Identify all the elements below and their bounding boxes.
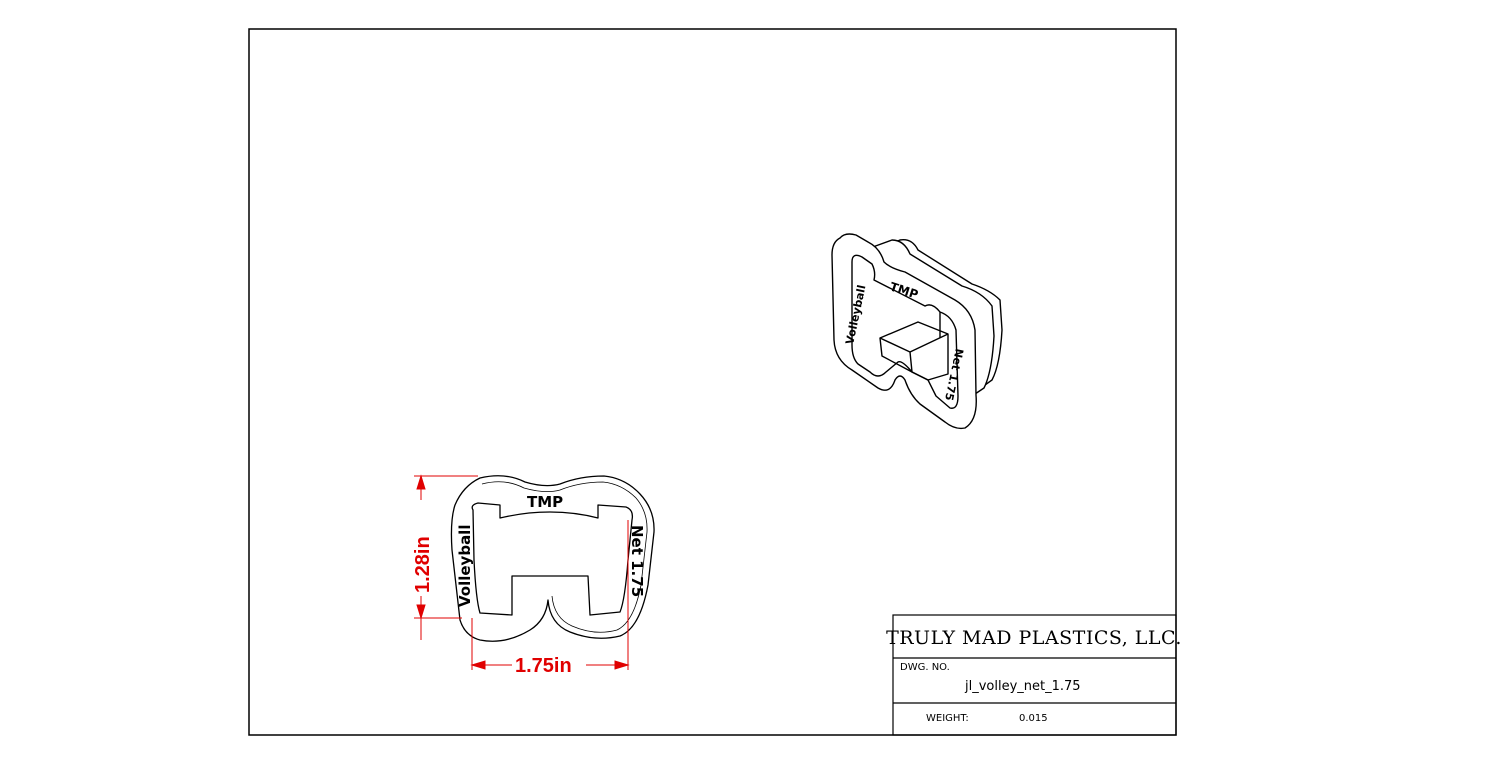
dimension-lines — [414, 474, 630, 670]
height-arrow-bottom — [416, 604, 426, 620]
width-arrow-right — [614, 660, 630, 670]
isometric-view — [831, 233, 1003, 430]
iso-interior-edge-3 — [909, 351, 913, 373]
iso-interior-edge-2 — [909, 333, 949, 353]
iso-interior-block — [879, 321, 949, 381]
front-outer-outline — [450, 475, 655, 642]
title-block — [892, 614, 1177, 736]
front-label-right: Net 1.75 — [628, 525, 646, 597]
dwg-no-label: DWG. NO. — [900, 662, 950, 673]
front-outer-offset — [481, 481, 648, 633]
front-label-top: TMP — [527, 493, 563, 511]
front-label-left: Volleyball — [456, 525, 474, 607]
weight-value: 0.015 — [1019, 713, 1048, 724]
height-dimension-label: 1.28in — [412, 536, 434, 593]
front-view — [450, 475, 655, 642]
dwg-no-value: jl_volley_net_1.75 — [964, 679, 1081, 694]
weight-label: WEIGHT: — [926, 713, 969, 724]
width-arrow-left — [470, 660, 486, 670]
sheet-border — [248, 28, 1177, 736]
title-block-frame — [892, 614, 1177, 736]
iso-interior-edge-1 — [879, 337, 911, 353]
front-inner-window — [471, 502, 634, 616]
iso-front-window — [851, 254, 959, 409]
height-arrow-top — [416, 474, 426, 490]
company-name: TRULY MAD PLASTICS, LLC. — [886, 627, 1182, 649]
width-dimension-label: 1.75in — [515, 655, 572, 677]
